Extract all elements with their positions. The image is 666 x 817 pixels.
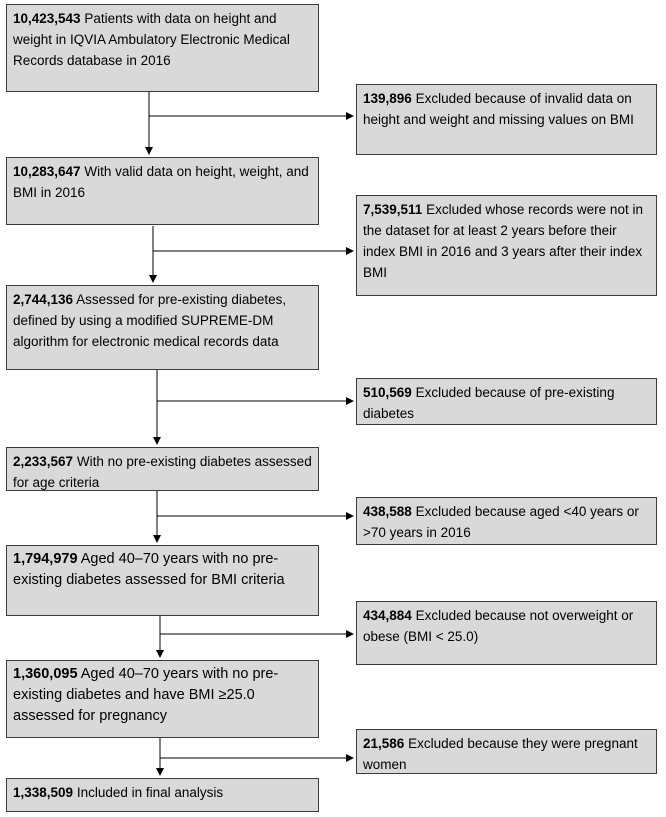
exclusion-box-1-text: Excluded because of invalid data on heig… bbox=[363, 91, 634, 127]
main-box-2-count: 10,283,647 bbox=[13, 164, 81, 179]
exclusion-box-3: 510,569 Excluded because of pre-existing… bbox=[356, 378, 657, 425]
main-box-3: 2,744,136 Assessed for pre-existing diab… bbox=[6, 285, 319, 370]
exclusion-box-4: 438,588 Excluded because aged <40 years … bbox=[356, 497, 657, 545]
main-box-4: 2,233,567 With no pre-existing diabetes … bbox=[6, 447, 319, 491]
main-box-2-text: With valid data on height, weight, and B… bbox=[13, 164, 309, 200]
main-box-4-text: With no pre-existing diabetes assessed f… bbox=[13, 454, 312, 490]
main-box-1: 10,423,543 Patients with data on height … bbox=[6, 4, 319, 92]
main-box-5-text: Aged 40–70 years with no pre-existing di… bbox=[13, 551, 285, 588]
main-box-7-count: 1,338,509 bbox=[13, 785, 74, 800]
main-box-3-text: Assessed for pre-existing diabetes, defi… bbox=[13, 292, 287, 349]
exclusion-box-2-text: Excluded whose records were not in the d… bbox=[363, 202, 643, 280]
main-box-7-text: Included in final analysis bbox=[76, 785, 224, 800]
main-box-7: 1,338,509 Included in final analysis bbox=[6, 778, 319, 812]
exclusion-box-2: 7,539,511 Excluded whose records were no… bbox=[356, 195, 657, 296]
main-box-2: 10,283,647 With valid data on height, we… bbox=[6, 157, 319, 225]
exclusion-box-5-text: Excluded because not overweight or obese… bbox=[363, 608, 634, 644]
exclusion-box-1-count: 139,896 bbox=[363, 91, 412, 106]
main-box-6-text: Aged 40–70 years with no pre-existing di… bbox=[13, 666, 279, 724]
exclusion-box-5-count: 434,884 bbox=[363, 608, 412, 623]
exclusion-box-1: 139,896 Excluded because of invalid data… bbox=[356, 84, 657, 155]
exclusion-box-3-count: 510,569 bbox=[363, 385, 412, 400]
main-box-3-count: 2,744,136 bbox=[13, 292, 74, 307]
main-box-5: 1,794,979 Aged 40–70 years with no pre-e… bbox=[6, 545, 319, 616]
exclusion-box-4-text: Excluded because aged <40 years or >70 y… bbox=[363, 504, 639, 540]
exclusion-box-2-count: 7,539,511 bbox=[363, 202, 423, 217]
exclusion-box-6: 21,586 Excluded because they were pregna… bbox=[356, 729, 657, 774]
exclusion-box-3-text: Excluded because of pre-existing diabete… bbox=[363, 385, 615, 421]
exclusion-box-6-count: 21,586 bbox=[363, 736, 405, 751]
main-box-1-text: Patients with data on height and weight … bbox=[13, 11, 290, 68]
main-box-1-count: 10,423,543 bbox=[13, 11, 81, 26]
exclusion-box-4-count: 438,588 bbox=[363, 504, 412, 519]
main-box-6-count: 1,360,095 bbox=[13, 666, 78, 682]
main-box-5-count: 1,794,979 bbox=[13, 551, 78, 567]
exclusion-box-6-text: Excluded because they were pregnant wome… bbox=[363, 736, 638, 772]
main-box-4-count: 2,233,567 bbox=[13, 454, 74, 469]
exclusion-box-5: 434,884 Excluded because not overweight … bbox=[356, 601, 657, 665]
main-box-6: 1,360,095 Aged 40–70 years with no pre-e… bbox=[6, 660, 319, 738]
